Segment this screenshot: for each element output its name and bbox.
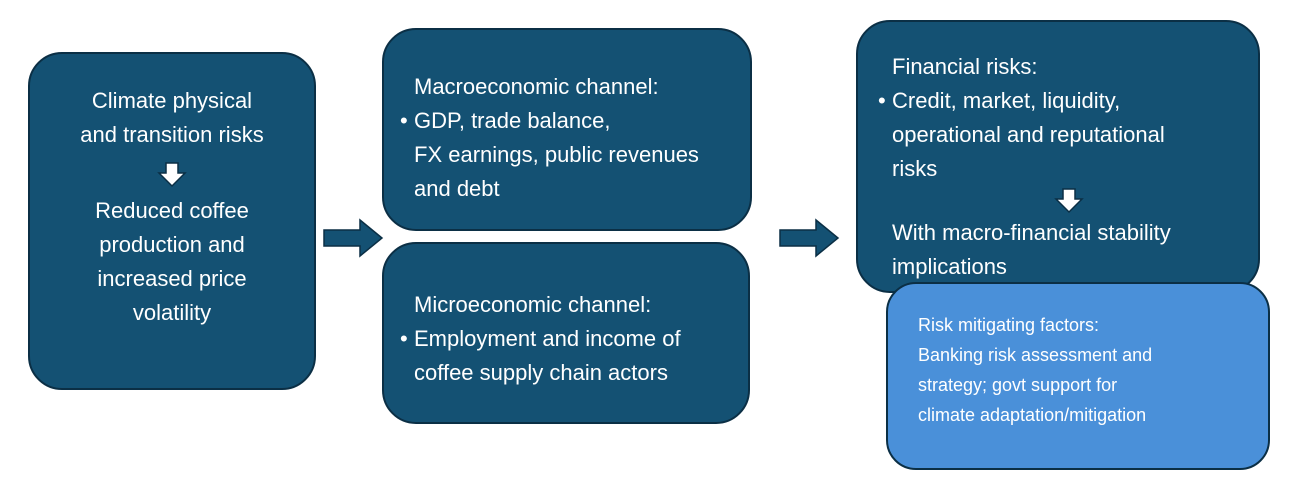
macro-title: Macroeconomic channel: [414,74,659,99]
right-arrow-icon [323,218,384,258]
bullet-icon: • [400,108,408,133]
macro-bullet-line-2: FX earnings, public revenues [414,142,699,167]
macro-bullet-line-3: and debt [414,176,500,201]
financial-risks-box: Financial risks: •Credit, market, liquid… [856,20,1260,293]
climate-heading-line-1: Climate physical [91,88,253,113]
financial-title: Financial risks: [892,54,1038,79]
financial-bullet-text-1: Credit, market, liquidity, [892,88,1121,113]
financial-result-line-2: implications [892,254,1007,279]
climate-result-line-1: Reduced coffee [95,198,249,223]
climate-result-line-2: production and [99,232,245,257]
climate-result-line-4: volatility [132,300,212,325]
risk-mitigating-factors-box: Risk mitigating factors: Banking risk as… [886,282,1270,470]
micro-bullet-text-1: Employment and income of [414,326,681,351]
macroeconomic-channel-box: Macroeconomic channel: •GDP, trade balan… [382,28,752,231]
bullet-icon: • [400,326,408,351]
mitigating-title: Risk mitigating factors: [918,315,1100,335]
financial-bullet-line-3: risks [892,156,938,181]
macro-bullet-line-1: •GDP, trade balance, [400,104,750,138]
micro-title: Microeconomic channel: [414,292,652,317]
micro-bullet-line-1: •Employment and income of [400,322,748,356]
bullet-icon: • [878,88,886,113]
mitigating-line-2: strategy; govt support for [918,375,1118,395]
climate-risks-box: Climate physical and transition risks Re… [28,52,316,390]
climate-result-line-3: increased price [97,266,247,291]
down-arrow-icon [157,162,187,188]
climate-heading-line-2: and transition risks [80,122,264,147]
mitigating-line-3: climate adaptation/mitigation [918,405,1147,425]
mitigating-line-1: Banking risk assessment and [918,345,1153,365]
down-arrow-icon [1054,188,1084,214]
financial-bullet-line-1: •Credit, market, liquidity, [878,84,1258,118]
financial-result-line-1: With macro-financial stability [892,220,1171,245]
microeconomic-channel-box: Microeconomic channel: •Employment and i… [382,242,750,424]
financial-bullet-line-2: operational and reputational [892,122,1165,147]
micro-bullet-line-2: coffee supply chain actors [414,360,668,385]
right-arrow-icon [779,218,840,258]
macro-bullet-text-1: GDP, trade balance, [414,108,611,133]
